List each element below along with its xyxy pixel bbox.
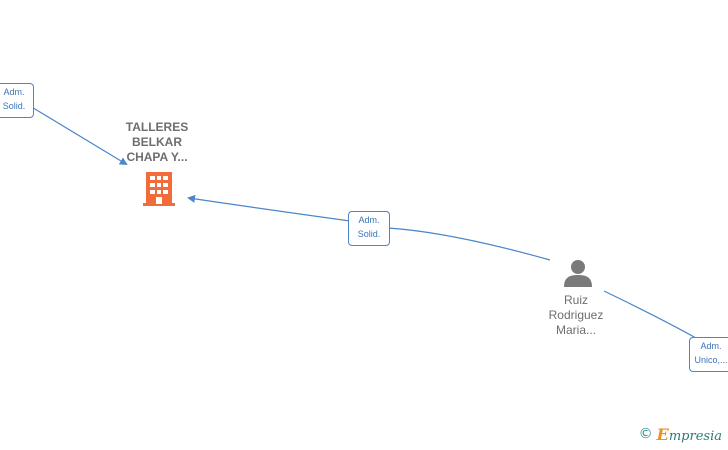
person-name-line-1: Ruiz bbox=[563, 293, 588, 307]
company-name-line-1: TALLERES bbox=[125, 120, 189, 134]
company-name[interactable]: TALLERES BELKAR CHAPA Y... bbox=[112, 120, 202, 165]
relation-badge-line-1: Adm. bbox=[700, 341, 722, 351]
edge-person-to-company bbox=[189, 198, 551, 261]
brand-initial: E bbox=[656, 424, 669, 444]
person-name-line-3: Maria... bbox=[555, 323, 596, 337]
empresia-watermark: © Empresia bbox=[639, 424, 722, 444]
person-icon[interactable] bbox=[562, 257, 594, 289]
relation-badge-line-1: Adm. bbox=[358, 215, 380, 225]
company-name-line-3: CHAPA Y... bbox=[126, 150, 188, 164]
edge-person-to-right bbox=[603, 290, 697, 339]
relation-badge-line-2: Solid. bbox=[2, 101, 26, 111]
relation-badge-line-2: Solid. bbox=[357, 229, 381, 239]
company-name-line-2: BELKAR bbox=[132, 135, 182, 149]
relation-badge-line-1: Adm. bbox=[3, 87, 25, 97]
relation-badge-middle[interactable]: Adm. Solid. bbox=[348, 211, 390, 246]
edge-top-left-to-company bbox=[29, 105, 128, 166]
relation-badge-bottom-right[interactable]: Adm. Unico,... bbox=[689, 337, 728, 372]
relation-badge-line-2: Unico,... bbox=[694, 355, 728, 365]
person-name[interactable]: Ruiz Rodriguez Maria... bbox=[536, 293, 616, 338]
brand-logo: Empresia bbox=[657, 425, 722, 444]
relation-badge-top-left[interactable]: Adm. Solid. bbox=[0, 83, 34, 118]
brand-rest: mpresia bbox=[668, 428, 722, 444]
copyright-icon: © bbox=[638, 426, 653, 442]
person-name-line-2: Rodriguez bbox=[548, 308, 604, 322]
building-icon[interactable] bbox=[142, 171, 176, 207]
